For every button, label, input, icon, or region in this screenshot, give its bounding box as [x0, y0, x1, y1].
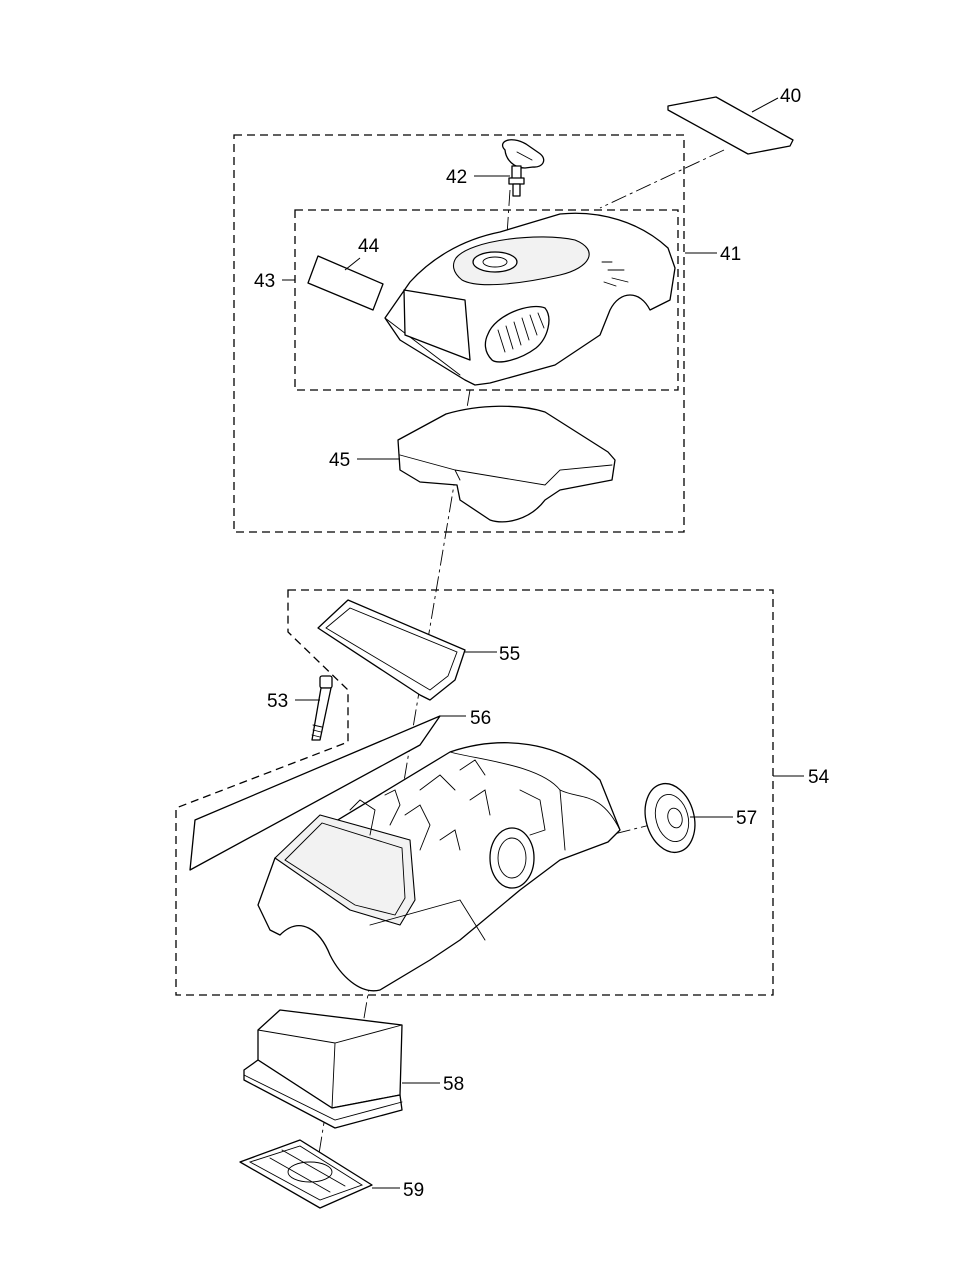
part-59-filter-base — [239, 1139, 373, 1209]
part-55-gasket — [317, 599, 466, 701]
callout-56: 56 — [470, 708, 491, 729]
leader-44 — [344, 257, 361, 271]
callout-44: 44 — [358, 236, 380, 257]
part-57-grommet — [644, 782, 696, 854]
axis-line-57 — [509, 824, 651, 861]
callout-45: 45 — [329, 450, 350, 471]
part-56-strip — [189, 715, 441, 871]
leader-40 — [751, 97, 779, 113]
callout-59: 59 — [403, 1180, 424, 1201]
part-40-label-plate — [667, 96, 794, 155]
part-42-knob — [502, 139, 545, 197]
part-43-top-cover — [384, 212, 676, 386]
callout-42: 42 — [446, 167, 467, 188]
callout-57: 57 — [736, 808, 757, 829]
callout-54: 54 — [808, 767, 830, 788]
axis-line-40 — [599, 149, 725, 209]
part-45-filter-pad — [397, 405, 616, 523]
part-53-screw — [311, 675, 333, 741]
callout-40: 40 — [780, 86, 801, 107]
group-43-outline — [294, 209, 679, 391]
group-54-outline — [175, 589, 774, 996]
callout-43: 43 — [254, 271, 275, 292]
group-41-outline — [233, 134, 685, 533]
callout-55: 55 — [499, 644, 520, 665]
part-54-housing — [257, 742, 621, 992]
part-58-air-filter — [243, 1009, 403, 1129]
callout-58: 58 — [443, 1074, 464, 1095]
callout-53: 53 — [267, 691, 288, 712]
part-44-sticker — [307, 255, 384, 311]
callout-41: 41 — [720, 244, 741, 265]
